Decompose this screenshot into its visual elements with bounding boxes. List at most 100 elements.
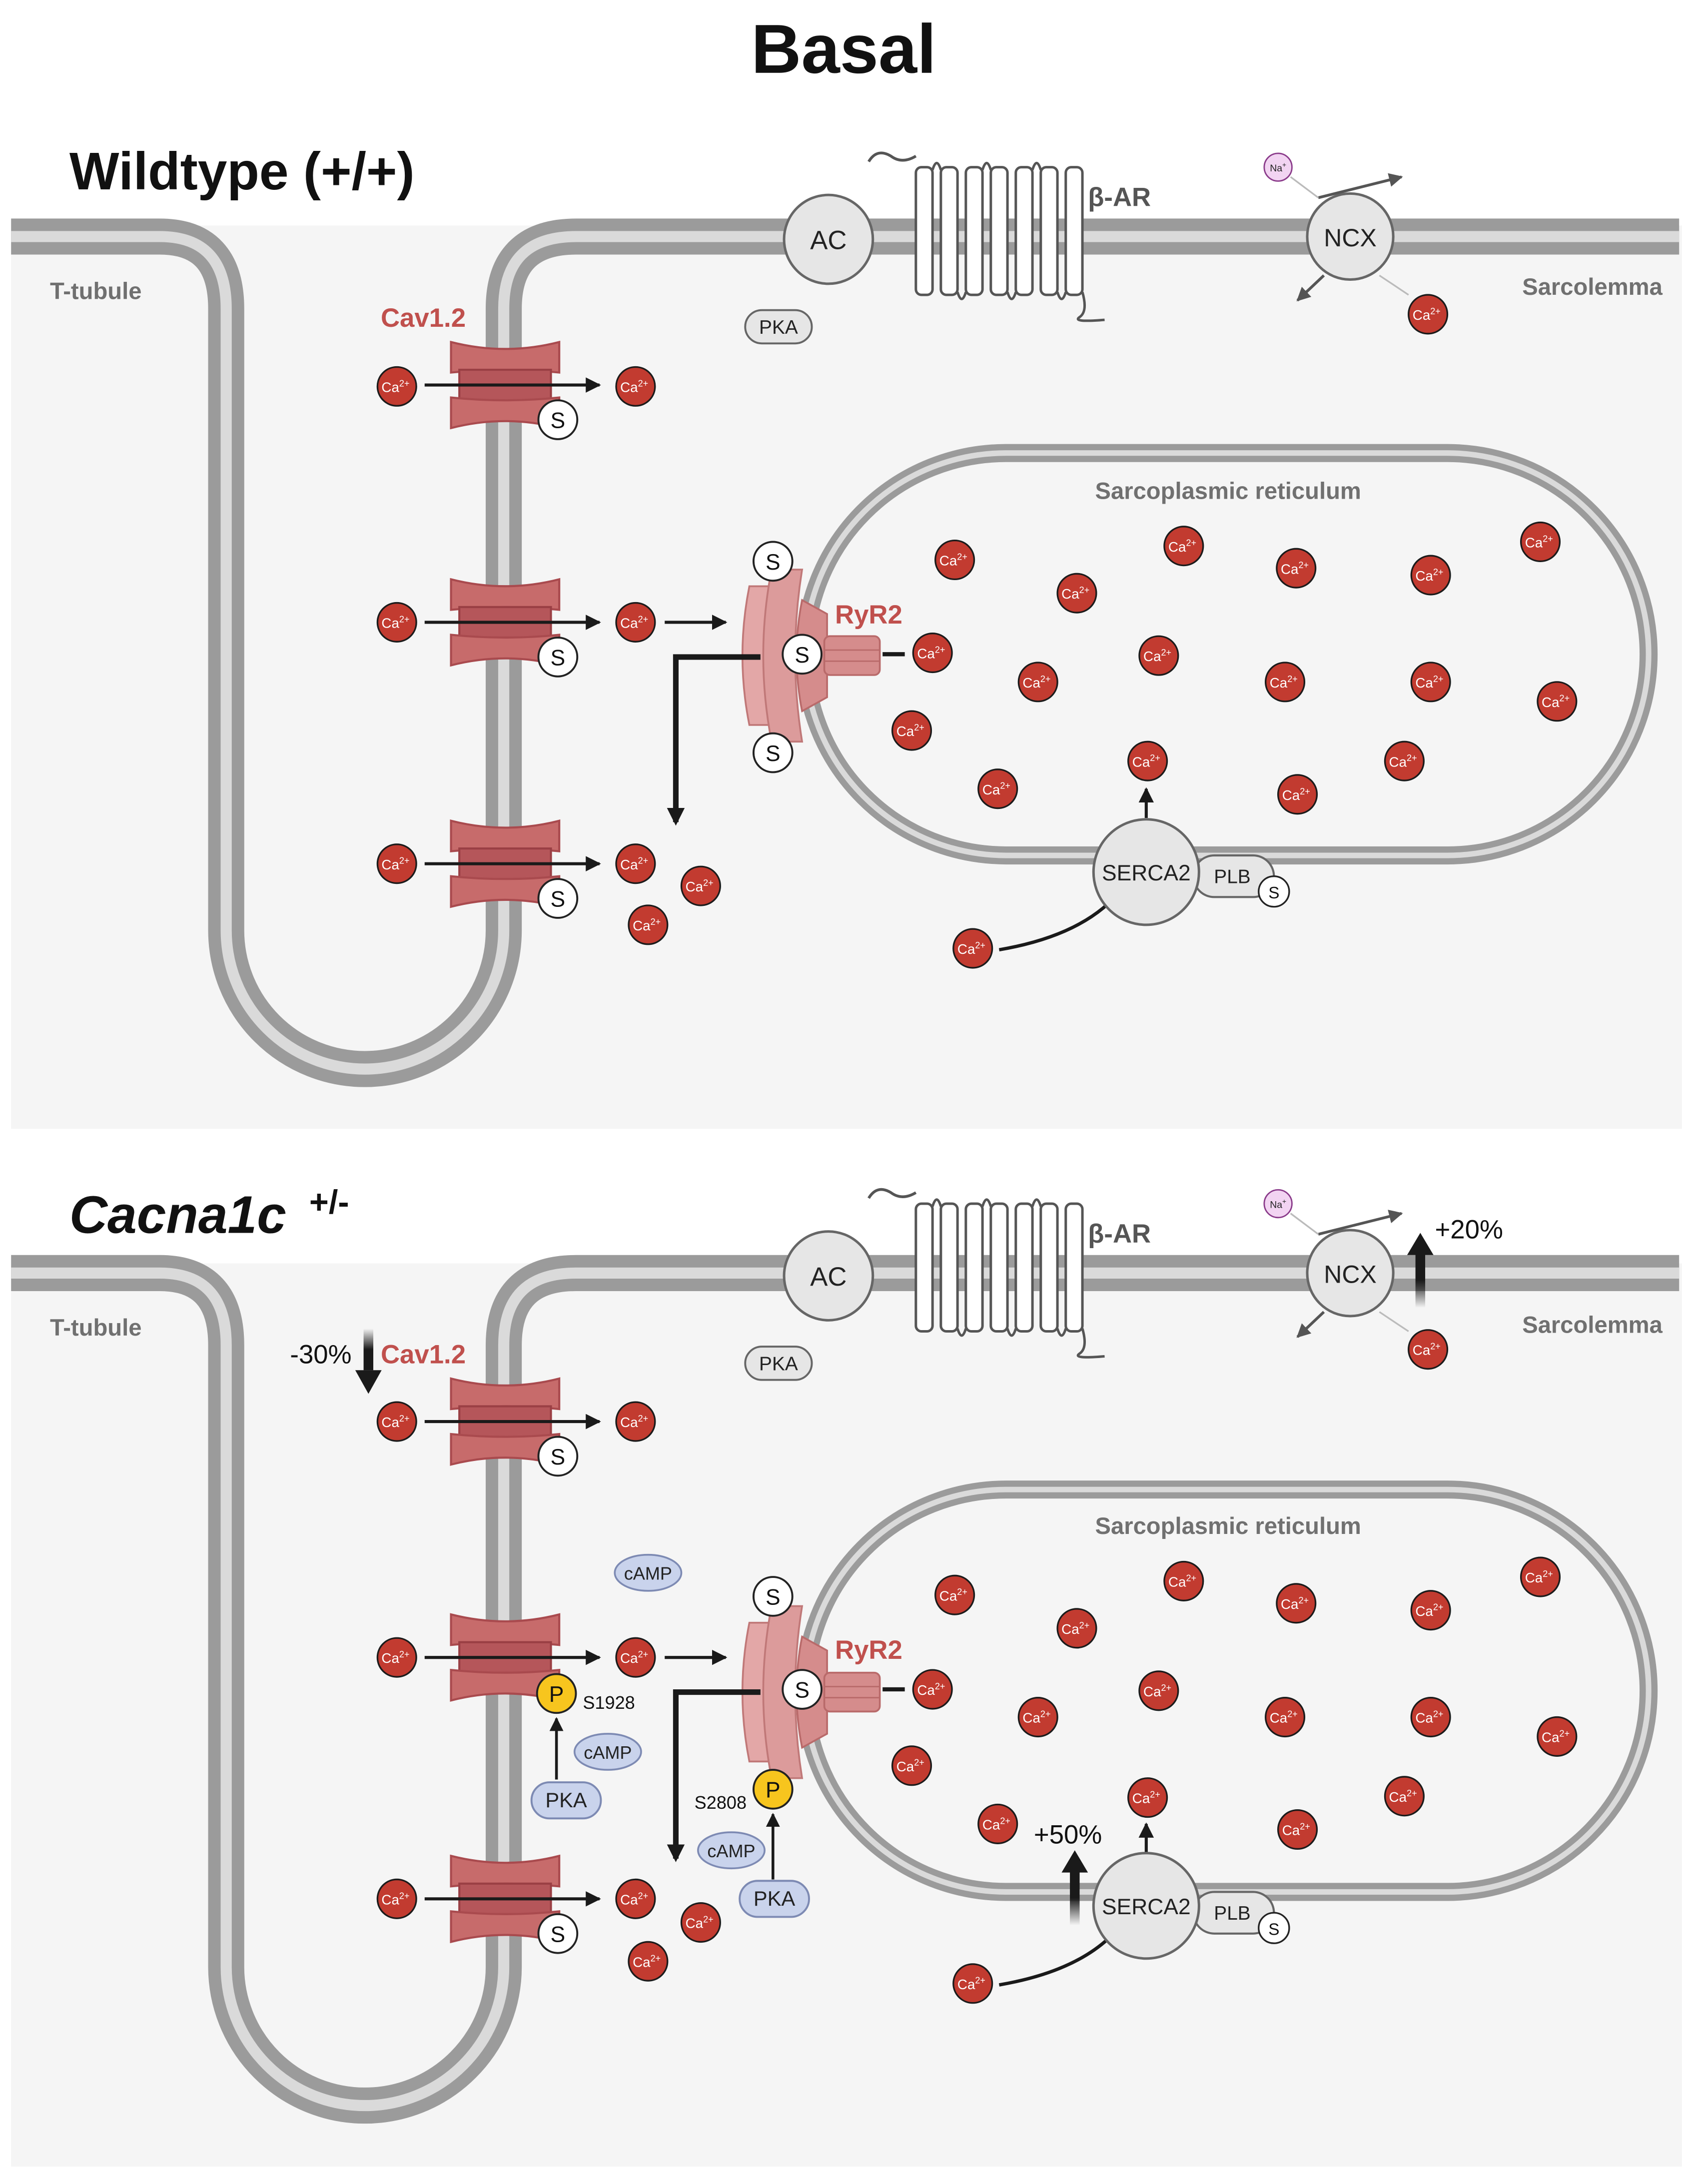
svg-text:Ca2+: Ca2+	[620, 614, 648, 631]
calcium-ion: Ca2+	[912, 633, 953, 674]
svg-text:Ca2+: Ca2+	[1415, 1709, 1443, 1726]
svg-text:Ca2+: Ca2+	[1022, 674, 1050, 691]
phospho-site: P	[536, 1673, 577, 1714]
calcium-ion: Ca2+	[376, 1401, 417, 1442]
panel-background	[11, 1149, 1682, 2167]
svg-text:RyR2: RyR2	[835, 600, 902, 630]
svg-text:Ca2+: Ca2+	[381, 378, 409, 395]
svg-text:Ca2+: Ca2+	[1061, 585, 1089, 602]
na-ion: Na+	[1263, 152, 1293, 182]
svg-text:S: S	[551, 1922, 566, 1947]
svg-text:P: P	[549, 1682, 564, 1707]
svg-text:Na+: Na+	[1270, 1197, 1286, 1210]
calcium-ion: Ca2+	[680, 865, 721, 906]
svg-text:Ca2+: Ca2+	[1270, 674, 1298, 691]
svg-text:PKA: PKA	[545, 1788, 587, 1812]
svg-text:Ca2+: Ca2+	[1143, 1683, 1171, 1699]
serine-site: S	[782, 634, 823, 675]
svg-text:Ca2+: Ca2+	[1542, 1728, 1570, 1745]
svg-text:Ca2+: Ca2+	[381, 856, 409, 872]
svg-text:β-AR: β-AR	[1088, 1219, 1151, 1249]
pka-enzyme: PKA	[744, 309, 813, 345]
calcium-ion: Ca2+	[376, 843, 417, 884]
svg-text:Ca2+: Ca2+	[1389, 1788, 1417, 1805]
calcium-ion: Ca2+	[628, 904, 669, 945]
calcium-ion: Ca2+	[1520, 1556, 1561, 1597]
svg-text:Ca2+: Ca2+	[1525, 1569, 1553, 1585]
sarcolemma-label: Sarcolemma	[1522, 274, 1663, 300]
serine-site: S	[1258, 875, 1290, 908]
pka-bound: PKA	[739, 1880, 810, 1918]
calcium-ion: Ca2+	[1410, 1697, 1451, 1738]
svg-text:Ca2+: Ca2+	[1415, 567, 1443, 584]
svg-text:Ca2+: Ca2+	[1270, 1709, 1298, 1726]
cav-decrease-arrow	[355, 1328, 382, 1394]
calcium-ion: Ca2+	[1408, 294, 1449, 335]
calcium-ion: Ca2+	[1277, 774, 1318, 815]
calcium-ion: Ca2+	[1410, 1590, 1451, 1631]
cav-change-label: -30%	[290, 1340, 351, 1369]
calcium-ion: Ca2+	[628, 1941, 669, 1982]
calcium-ion: Ca2+	[615, 843, 656, 884]
svg-text:S: S	[551, 646, 566, 671]
serine-site: S	[537, 637, 579, 678]
calcium-ion: Ca2+	[1127, 1777, 1168, 1818]
svg-text:Ca2+: Ca2+	[982, 781, 1010, 797]
beta-adrenergic-receptor: β-AR	[868, 1190, 1151, 1358]
ncx-exchanger: NCX Na+	[1263, 152, 1409, 302]
serine-site: S	[1258, 1912, 1290, 1944]
svg-text:S: S	[795, 643, 810, 668]
svg-text:Sarcoplasmic reticulum: Sarcoplasmic reticulum	[1095, 478, 1361, 504]
serca2-pump: PLB SERCA2 S +50%	[998, 1820, 1290, 1987]
calcium-ion: Ca2+	[1408, 1329, 1449, 1370]
beta-adrenergic-receptor: β-AR	[868, 153, 1151, 321]
svg-text:Ca2+: Ca2+	[1282, 1822, 1310, 1838]
svg-text:S: S	[1268, 884, 1279, 902]
svg-text:Ca2+: Ca2+	[686, 1915, 714, 1931]
svg-text:Sarcoplasmic reticulum: Sarcoplasmic reticulum	[1095, 1513, 1361, 1539]
panel-title: Wildtype (+/+)	[69, 142, 415, 201]
svg-text:NCX: NCX	[1324, 1260, 1377, 1288]
svg-text:S: S	[551, 409, 566, 433]
calcium-ion: Ca2+	[376, 1878, 417, 1919]
serine-site: S	[537, 878, 579, 919]
svg-text:cAMP: cAMP	[624, 1563, 672, 1584]
phospho-site: P	[752, 1769, 794, 1810]
svg-text:Ca2+: Ca2+	[1168, 538, 1196, 555]
ca-release-arrow	[667, 1689, 761, 1862]
calcium-ion: Ca2+	[615, 366, 656, 407]
calcium-ion: Ca2+	[1276, 548, 1317, 589]
calcium-ion: Ca2+	[680, 1902, 721, 1943]
svg-text:Ca2+: Ca2+	[1413, 306, 1441, 323]
calcium-ions: Ca2+ Ca2+ Ca2+ Ca2+ Ca2+ Ca2+ Ca2+ Ca2+ Ca2+ Ca2+…	[376, 1329, 1578, 2004]
svg-text:Ca2+: Ca2+	[620, 1414, 648, 1430]
sarcolemma-membrane	[11, 218, 1680, 1087]
serine-site: S	[752, 732, 794, 773]
sarcolemma-label: Sarcolemma	[1522, 1312, 1663, 1338]
svg-text:Ca2+: Ca2+	[381, 1891, 409, 1907]
calcium-ion: Ca2+	[977, 768, 1018, 809]
svg-text:Ca2+: Ca2+	[1168, 1573, 1196, 1589]
svg-text:Ca2+: Ca2+	[1389, 753, 1417, 769]
svg-text:AC: AC	[810, 225, 846, 255]
svg-text:Ca2+: Ca2+	[381, 1414, 409, 1430]
serca-change-label: +50%	[1034, 1820, 1102, 1849]
serine-site: S	[752, 1576, 794, 1617]
svg-text:Ca2+: Ca2+	[1282, 786, 1310, 803]
svg-text:RyR2: RyR2	[835, 1635, 902, 1665]
svg-text:Ca2+: Ca2+	[939, 552, 967, 569]
pka-bound: PKA	[530, 1781, 602, 1820]
serine-site: S	[752, 541, 794, 582]
calcium-ion: Ca2+	[1127, 740, 1168, 781]
calcium-ion: Ca2+	[1265, 1697, 1306, 1738]
svg-text:SERCA2: SERCA2	[1102, 861, 1191, 885]
calcium-ion: Ca2+	[1537, 681, 1578, 722]
svg-text:Ca2+: Ca2+	[1525, 534, 1553, 550]
calcium-ion: Ca2+	[912, 1669, 953, 1710]
calcium-ion: Ca2+	[952, 1963, 993, 2004]
svg-text:Ca2+: Ca2+	[957, 940, 985, 957]
calcium-ion: Ca2+	[1384, 1776, 1425, 1817]
svg-text:Ca2+: Ca2+	[686, 878, 714, 894]
calcium-ion: Ca2+	[615, 602, 656, 643]
camp-molecule: cAMP	[697, 1831, 766, 1870]
